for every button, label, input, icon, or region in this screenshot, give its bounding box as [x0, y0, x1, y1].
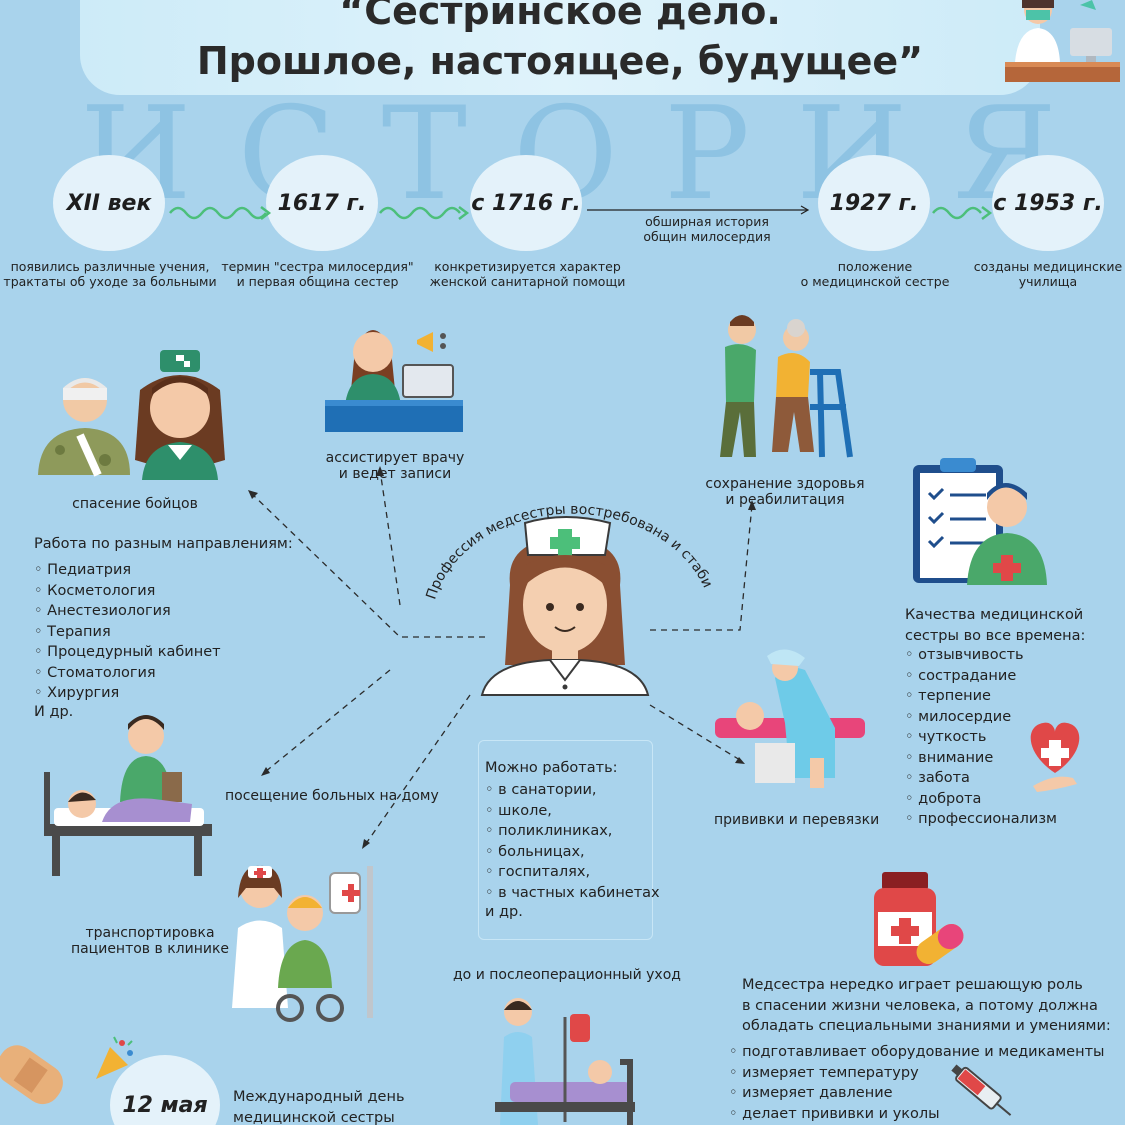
- quality-item: чуткость: [905, 727, 1057, 748]
- role-item: измеряет давление: [729, 1083, 1104, 1104]
- role-item: измеряет температуру: [729, 1063, 1104, 1084]
- direction-item: Хирургия: [34, 683, 221, 704]
- clipboard-doctor-icon: [913, 458, 1047, 585]
- quality-item: сострадание: [905, 666, 1057, 687]
- quality-item: доброта: [905, 789, 1057, 810]
- workplaces-list: в санатории, школе, поликлиниках, больни…: [485, 780, 660, 904]
- timeline-date-3: с 1716 г.: [470, 155, 582, 251]
- role-list: подготавливает оборудование и медикамент…: [729, 1042, 1104, 1124]
- role-item: подготавливает оборудование и медикамент…: [729, 1042, 1104, 1063]
- soldier-and-nurse-icon: [38, 350, 225, 480]
- title-line-1: “Сестринское дело.: [339, 0, 781, 33]
- workplace-item: поликлиниках,: [485, 821, 660, 842]
- home-visit-icon: [44, 715, 212, 876]
- node-soldiers: спасение бойцов: [72, 496, 198, 512]
- direction-item: Педиатрия: [34, 560, 221, 581]
- role-item: делает прививки и уколы: [729, 1104, 1104, 1125]
- workplace-item: в санатории,: [485, 780, 660, 801]
- node-home-visits: посещение больных на дому: [225, 788, 439, 804]
- direction-item: Терапия: [34, 622, 221, 643]
- timeline-date-2: 1617 г.: [266, 155, 378, 251]
- node-vaccines: прививки и перевязки: [714, 812, 880, 828]
- title-band: [80, 0, 1040, 95]
- quality-item: забота: [905, 768, 1057, 789]
- qualities-list: отзывчивость сострадание терпение милосе…: [905, 645, 1057, 830]
- role-text: Медсестра нередко играет решающую роль в…: [742, 977, 1111, 1034]
- workplaces-heading: Можно работать:: [485, 760, 618, 776]
- timeline-date-1: XII век: [53, 155, 165, 251]
- workplaces-tail: и др.: [485, 904, 523, 920]
- nurse-at-reception-icon: [325, 330, 463, 432]
- holiday-text: Международный день медицинской сестры: [233, 1089, 405, 1125]
- center-arc-text: Профессия медсестры востребована и стаби…: [405, 458, 715, 601]
- directions-heading: Работа по разным направлениям:: [34, 536, 293, 552]
- quality-item: отзывчивость: [905, 645, 1057, 666]
- timeline-arrow-4: [932, 206, 993, 220]
- direction-item: Анестезиология: [34, 601, 221, 622]
- quality-item: милосердие: [905, 707, 1057, 728]
- timeline-caption-2: термин "сестра милосердия"и первая общин…: [221, 259, 414, 289]
- post-op-care-icon: [495, 998, 635, 1125]
- timeline-caption-1: появились различные учения,трактаты об у…: [3, 259, 217, 289]
- node-postop: до и послеоперационный уход: [453, 967, 681, 983]
- workplace-item: школе,: [485, 801, 660, 822]
- workplace-item: больницах,: [485, 842, 660, 863]
- timeline-date-5: с 1953 г.: [992, 155, 1104, 251]
- timeline-arrow-2: [379, 206, 470, 220]
- quality-item: внимание: [905, 748, 1057, 769]
- page-title: “Сестринское дело. Прошлое, настоящее, б…: [100, 0, 1020, 86]
- timeline-date-4: 1927 г.: [818, 155, 930, 251]
- vaccination-icon: [715, 649, 865, 788]
- timeline-arrow-3: [587, 205, 810, 215]
- direction-item: Косметология: [34, 581, 221, 602]
- medicine-bottle-icon: [874, 872, 964, 966]
- directions-tail: И др.: [34, 704, 74, 720]
- syringe-icon: [951, 1064, 1012, 1116]
- center-nurse-icon: [480, 516, 650, 696]
- workplace-item: госпиталях,: [485, 862, 660, 883]
- title-line-2: Прошлое, настоящее, будущее”: [196, 39, 924, 83]
- rehab-walker-icon: [720, 315, 853, 458]
- wheelchair-transport-icon: [232, 865, 373, 1022]
- quality-item: терпение: [905, 686, 1057, 707]
- quality-item: профессионализм: [905, 809, 1057, 830]
- workplace-item: в частных кабинетах: [485, 883, 659, 904]
- timeline-arrow-1: [169, 206, 272, 220]
- heart-in-hand-icon: [1030, 722, 1080, 792]
- party-popper-icon: [96, 1036, 133, 1079]
- bandage-icon: [0, 1045, 63, 1105]
- direction-item: Стоматология: [34, 663, 221, 684]
- directions-list: Педиатрия Косметология Анестезиология Те…: [34, 560, 221, 704]
- nurse-desk-icon: [1005, 0, 1120, 82]
- direction-item: Процедурный кабинет: [34, 642, 220, 663]
